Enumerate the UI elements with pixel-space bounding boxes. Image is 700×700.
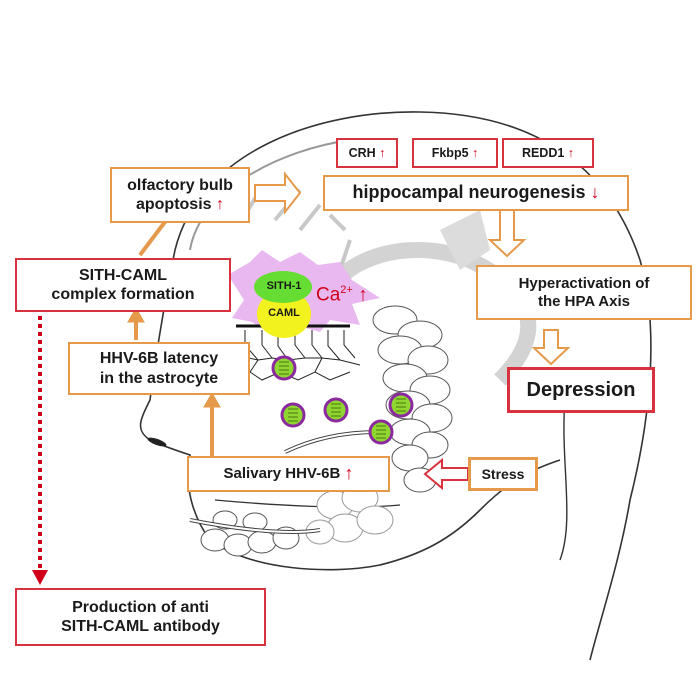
up-arrow-icon: ↑: [216, 196, 224, 213]
up-arrow-icon: ↑: [472, 145, 479, 160]
hpa-line1: Hyperactivation of: [518, 274, 650, 292]
antibody-line2: SITH-CAML antibody: [61, 618, 220, 635]
hollow-arrow-hpa-to-depression: [531, 329, 571, 366]
hpa-axis-box: Hyperactivation of the HPA Axis: [476, 265, 692, 320]
up-arrow-icon: ↑: [344, 463, 354, 484]
calcium-superscript: 2+: [340, 284, 353, 296]
salivary-hhv6b-box: Salivary HHV-6B ↑: [187, 456, 390, 492]
crh-label: CRH: [348, 145, 376, 160]
ear-line: [559, 399, 568, 561]
up-arrow-icon: ↑: [567, 145, 575, 160]
hpa-line2: the HPA Axis: [538, 292, 630, 310]
virus-particle: [323, 397, 349, 423]
virus-particle: [368, 419, 394, 445]
crh-box: CRH ↑: [336, 138, 398, 168]
depression-box: Depression: [507, 367, 655, 413]
salivary-duct-upper-inner: [284, 431, 379, 453]
face-outline: [139, 249, 561, 571]
hollow-arrow-stress-to-salivary: [423, 457, 469, 491]
sith-caml-line1: SITH-CAML: [79, 266, 167, 284]
salivary-duct-upper: [284, 430, 379, 454]
parotid-gland: [372, 305, 453, 493]
up-arrow-icon: ↑: [379, 145, 386, 160]
fkbp5-label: Fkbp5: [431, 145, 469, 160]
olfactory-line1: olfactory bulb: [127, 176, 233, 194]
head-outline: [174, 111, 652, 661]
sith1-blob: [254, 271, 312, 303]
dotted-arrowhead: [32, 570, 48, 585]
sith-caml-complex-box: SITH-CAML complex formation: [15, 258, 231, 312]
hollow-arrow-olfactory-to-hippocampal: [254, 171, 302, 215]
hollow-arrow-hippocampal-to-hpa: [487, 209, 527, 258]
redd1-box: REDD1 ↑: [502, 138, 594, 168]
redd1-label: REDD1: [521, 145, 565, 160]
salivary-label: Salivary HHV-6B: [223, 465, 341, 482]
down-arrow-icon: ↓: [590, 182, 600, 203]
astrocyte-mesh: [234, 330, 361, 381]
salivary-duct-lower-inner: [189, 519, 321, 533]
sith1-label: SITH-1: [266, 280, 302, 292]
calcium-label: Ca2+ ↑: [316, 284, 368, 306]
virus-particle: [271, 355, 297, 381]
olfactory-bulb-box: olfactory bulb apoptosis ↑: [110, 167, 250, 223]
caml-blob: [257, 290, 311, 338]
fkbp5-box: Fkbp5 ↑: [412, 138, 498, 168]
up-arrow-icon: ↑: [358, 284, 368, 306]
virus-particle: [280, 402, 306, 428]
hippocampal-neurogenesis-box: hippocampal neurogenesis ↓: [323, 175, 629, 211]
calcium-text: Ca: [316, 284, 341, 306]
grey-wedge: [440, 210, 490, 270]
olfactory-line2: apoptosis: [135, 196, 212, 213]
latency-line1: HHV-6B latency: [99, 350, 219, 368]
stress-label: Stress: [481, 465, 525, 482]
virus-particles: [271, 355, 414, 445]
latency-line2: in the astrocyte: [99, 369, 219, 387]
stress-box: Stress: [468, 457, 538, 491]
submandibular-gland: [305, 483, 394, 545]
depression-label: Depression: [526, 379, 636, 401]
antibody-production-box: Production of anti SITH-CAML antibody: [15, 588, 266, 646]
sublingual-gland: [200, 510, 300, 557]
antibody-line1: Production of anti: [72, 598, 209, 616]
hippocampal-label: hippocampal neurogenesis: [352, 182, 586, 203]
virus-particle: [388, 392, 414, 418]
sith-caml-line2: complex formation: [51, 286, 195, 303]
eye-mark: [147, 437, 167, 447]
hhv6b-latency-box: HHV-6B latency in the astrocyte: [68, 342, 250, 395]
caml-label: CAML: [268, 307, 300, 319]
